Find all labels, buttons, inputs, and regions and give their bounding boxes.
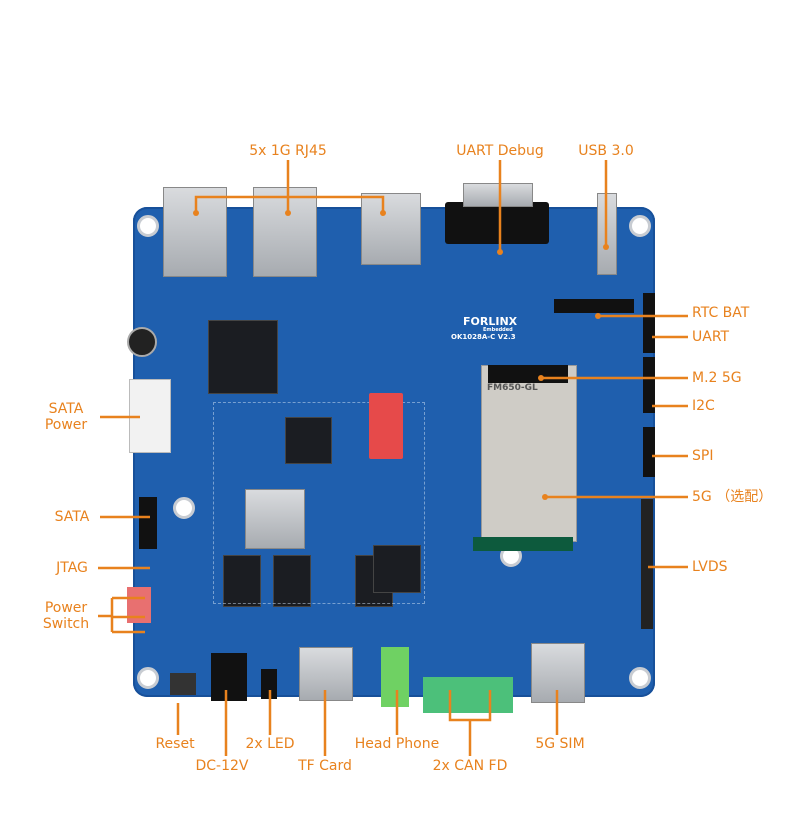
dip-switch	[369, 393, 403, 459]
rj45-jack	[253, 187, 317, 277]
label-5g-sim: 5G SIM	[535, 736, 585, 752]
mount-hole	[137, 667, 159, 689]
label-head-phone: Head Phone	[354, 736, 440, 752]
label-2x-led: 2x LED	[245, 736, 295, 752]
brand-sub: Embedded	[483, 327, 513, 333]
mount-hole	[629, 667, 651, 689]
label-5g-optional: 5G （选配）	[692, 489, 773, 505]
cpu-heatspreader	[245, 489, 305, 549]
dc-jack	[211, 653, 247, 701]
label-uart: UART	[692, 329, 730, 345]
label-sata-power: SATA Power	[44, 401, 88, 433]
label-jtag: JTAG	[56, 560, 88, 576]
label-uart-debug: UART Debug	[456, 143, 544, 159]
ethernet-switch-chip	[208, 320, 278, 394]
label-usb3: USB 3.0	[578, 143, 634, 159]
db9-connector	[445, 202, 549, 244]
headphone-jack	[381, 647, 409, 707]
chip	[373, 545, 421, 593]
rj45-jack	[361, 193, 421, 265]
label-tf-card: TF Card	[298, 758, 352, 774]
capacitor	[127, 327, 157, 357]
mount-hole	[137, 215, 159, 237]
label-reset: Reset	[155, 736, 195, 752]
rtc-battery-holder	[554, 299, 634, 313]
label-lvds: LVDS	[692, 559, 728, 575]
led-pair	[261, 669, 277, 699]
reset-button	[170, 673, 196, 695]
label-m2-5g: M.2 5G	[692, 370, 742, 386]
m2-card-edge	[473, 537, 573, 551]
lvds-header	[641, 499, 653, 629]
label-power-switch: Power Switch	[42, 600, 90, 632]
db9-shell	[463, 183, 533, 207]
label-sata: SATA	[54, 509, 90, 525]
5g-module	[481, 365, 577, 542]
label-rj45: 5x 1G RJ45	[249, 143, 327, 159]
mount-hole	[173, 497, 195, 519]
ram-chip	[223, 555, 261, 607]
can-terminal-block	[423, 677, 513, 713]
label-dc12v: DC-12V	[195, 758, 249, 774]
label-i2c: I2C	[692, 398, 715, 414]
5g-module-label: FM650-GL	[487, 383, 538, 393]
chip	[285, 417, 332, 464]
label-spi: SPI	[692, 448, 714, 464]
rj45-jack	[163, 187, 227, 277]
ram-chip	[273, 555, 311, 607]
mount-hole	[629, 215, 651, 237]
board-model: OK1028A-C V2.3	[451, 333, 516, 341]
label-can-fd: 2x CAN FD	[432, 758, 508, 774]
label-rtc-bat: RTC BAT	[692, 305, 750, 321]
sata-connector	[139, 497, 157, 549]
som-outline	[213, 402, 425, 604]
spi-header	[643, 427, 655, 477]
brand-logo: FORLINX	[463, 315, 518, 328]
i2c-header	[643, 357, 655, 413]
